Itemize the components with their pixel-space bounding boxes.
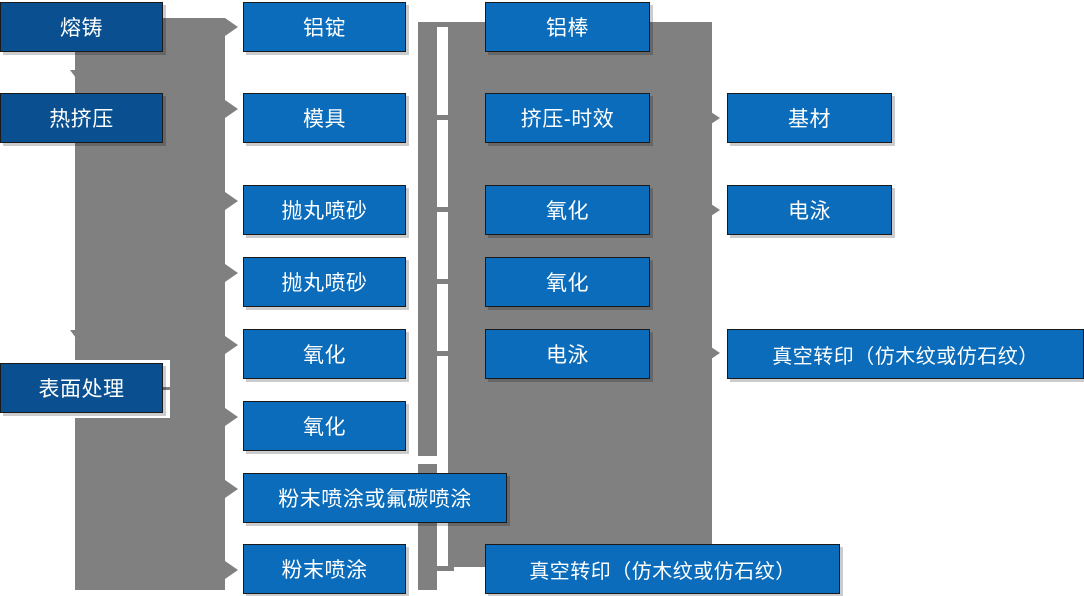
process-label: 氧化 [546,200,589,223]
connector-rung-6 [432,566,454,571]
connector-rung-2 [432,115,454,120]
left-trunk-arrow-7 [225,480,238,498]
process-box-extrusion-aging[interactable]: 挤压-时效 [485,93,650,143]
left-trunk-arrow-5 [225,336,238,354]
process-label: 粉末喷涂 [281,559,368,582]
connector-rung-5 [432,351,454,356]
process-label: 氧化 [546,272,589,295]
stage-surface-down-arrow [70,330,88,342]
left-trunk-arrow-3 [225,192,238,210]
connector-rung-3 [432,207,454,212]
process-box-shot-blasting-1[interactable]: 抛丸喷砂 [243,185,406,235]
left-trunk-arrow-6 [225,408,238,426]
stage-label: 热挤压 [49,108,114,131]
connector-mid-narrow-upper [418,22,437,456]
process-box-electrophoresis-c3[interactable]: 电泳 [485,329,650,379]
stage-box-melting[interactable]: 熔铸 [0,2,163,52]
process-label: 抛丸喷砂 [281,272,368,295]
process-label: 电泳 [546,344,589,367]
stage-box-hot-extrusion[interactable]: 热挤压 [0,93,163,143]
stage-box-surface-treatment[interactable]: 表面处理 [0,363,163,413]
left-trunk-arrow-4 [225,264,238,282]
process-box-oxidation-c3-2[interactable]: 氧化 [485,257,650,307]
process-label: 抛丸喷砂 [281,200,368,223]
spine-arrow-真空转印 [702,347,721,359]
process-label: 基材 [788,108,831,131]
stage-surface-stub [163,387,187,390]
process-box-shot-blasting-2[interactable]: 抛丸喷砂 [243,257,406,307]
process-box-oxidation-c3-1[interactable]: 氧化 [485,185,650,235]
connector-rung-1 [432,22,454,27]
process-label: 氧化 [303,416,346,439]
connector-rung-4 [432,279,454,284]
stage-melting-down-arrow [70,70,88,82]
process-box-oxidation-c2-2[interactable]: 氧化 [243,401,406,451]
process-box-electrophoresis-c4[interactable]: 电泳 [727,185,892,235]
process-box-powder-or-fluorocarbon-coating[interactable]: 粉末喷涂或氟碳喷涂 [243,473,507,523]
left-trunk-arrow-2 [225,100,238,118]
process-box-aluminum-ingot[interactable]: 铝锭 [243,2,406,52]
process-label: 铝棒 [546,17,589,40]
process-label: 挤压-时效 [520,108,615,131]
process-label: 粉末喷涂或氟碳喷涂 [278,488,472,511]
process-box-substrate[interactable]: 基材 [727,93,892,143]
stage-label: 熔铸 [60,17,103,40]
process-box-mold[interactable]: 模具 [243,93,406,143]
process-box-vacuum-transfer-printing-c3[interactable]: 真空转印（仿木纹或仿石纹） [485,544,840,594]
process-box-aluminum-bar[interactable]: 铝棒 [485,2,650,52]
process-label: 电泳 [788,200,831,223]
process-label: 氧化 [303,344,346,367]
process-label: 真空转印（仿木纹或仿石纹） [529,560,796,583]
left-trunk-arrow-8 [225,561,238,579]
spine-arrow-电泳 [702,204,721,216]
process-box-oxidation-c2-1[interactable]: 氧化 [243,329,406,379]
stage-label: 表面处理 [38,378,125,401]
process-label: 真空转印（仿木纹或仿石纹） [772,345,1039,368]
process-label: 模具 [303,108,346,131]
process-box-powder-coating[interactable]: 粉末喷涂 [243,544,406,594]
process-label: 铝锭 [303,17,346,40]
process-box-vacuum-transfer-printing-c4[interactable]: 真空转印（仿木纹或仿石纹） [727,329,1084,379]
left-trunk-arrow-1 [225,18,238,36]
spine-arrow-基材 [702,112,721,124]
